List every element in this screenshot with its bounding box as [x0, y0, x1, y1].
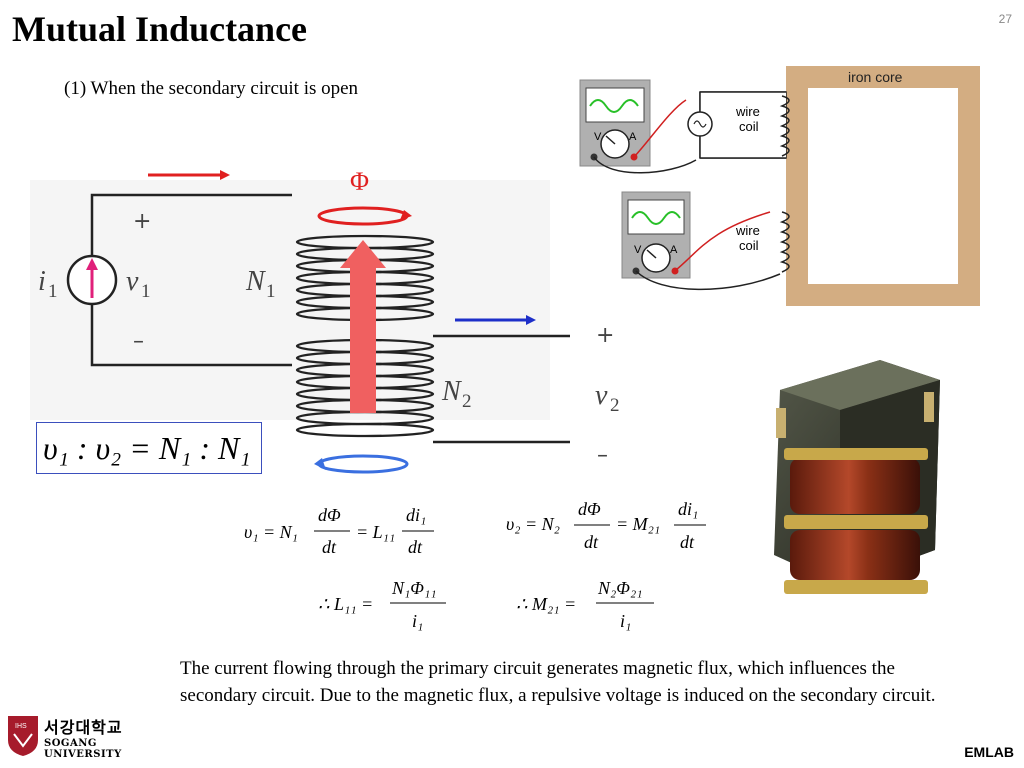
eq1-lhs: υ₁ = N₁	[244, 522, 298, 542]
eq4-num: N₂Φ₂₁	[597, 578, 642, 598]
slide-title: Mutual Inductance	[12, 9, 308, 49]
n1-label: N	[245, 266, 266, 297]
eq2-num2: di₁	[678, 499, 698, 519]
eq3-den: i₁	[412, 611, 423, 631]
wire-coil-2	[779, 211, 790, 273]
page-number: 27	[998, 12, 1012, 26]
iron-core-label: iron core	[848, 69, 903, 85]
minus-sign-secondary: –	[597, 443, 608, 468]
flux-label: Φ	[350, 167, 369, 196]
plus-sign-primary: +	[133, 209, 151, 234]
university-english-name: SOGANG UNIVERSITY	[44, 738, 122, 760]
v2-sub: 2	[610, 395, 620, 416]
n2-label: N	[441, 376, 462, 407]
eq2-lhs: υ₂ = N₂	[506, 514, 560, 534]
coil2-label-b: coil	[739, 238, 759, 253]
current-sub: 1	[48, 281, 58, 302]
n1-sub: 1	[266, 281, 276, 302]
university-korean-name: 서강대학교	[44, 718, 123, 737]
plus-sign-secondary: +	[596, 323, 614, 348]
eq4-lhs: ∴ M₂₁ =	[516, 594, 576, 614]
apparatus-illustration: iron core V A wire coil V A wire coil	[579, 66, 980, 306]
eq1-den1: dt	[322, 537, 337, 557]
circuit-diagram: + – i 1 v 1 N 1 N 2 Φ + v 2 –	[30, 167, 620, 474]
eq1-num2: di₁	[406, 505, 426, 525]
voltage-ratio-box: υ₁ : υ₂ = N₁ : N₁	[36, 422, 262, 474]
slide-subtitle: (1) When the secondary circuit is open	[64, 78, 359, 99]
meter2-v-label: V	[634, 244, 642, 256]
voltage1-label: v	[126, 266, 139, 297]
eq3-num: N₁Φ₁₁	[391, 578, 436, 598]
meter2-a-label: A	[670, 244, 678, 256]
eq2-den2: dt	[680, 532, 695, 552]
meter1-v-label: V	[594, 131, 602, 143]
eq2-mid: = M₂₁	[616, 514, 660, 534]
meter1-a-label: A	[629, 131, 637, 143]
minus-sign-primary: –	[133, 329, 144, 354]
eq1-den2: dt	[408, 537, 423, 557]
voltage1-sub: 1	[141, 281, 151, 302]
coil2-label-a: wire	[735, 223, 760, 238]
n2-sub: 2	[462, 391, 472, 412]
description-text: The current flowing through the primary …	[180, 658, 936, 706]
seal-text: IHS	[15, 723, 27, 730]
eq4-den: i₁	[620, 611, 631, 631]
eq1-num1: dΦ	[318, 505, 341, 525]
coil1-label-b: coil	[739, 119, 759, 134]
transformer-photo	[774, 360, 940, 594]
university-seal-icon: IHS	[8, 716, 38, 756]
meter-2: V A	[621, 191, 691, 279]
flux-ring-bottom	[317, 454, 409, 474]
eq2-den1: dt	[584, 532, 599, 552]
eq3-lhs: ∴ L₁₁ =	[318, 594, 373, 614]
voltage-ratio-formula: υ₁ : υ₂ = N₁ : N₁	[43, 430, 251, 466]
flux-arrow	[350, 265, 376, 413]
equations: υ₁ = N₁ dΦ dt = L₁₁ di₁ dt υ₂ = N₂ dΦ dt…	[244, 499, 706, 631]
footer-label: EMLAB	[964, 744, 1014, 760]
sogang-logo: IHS 서강대학교 SOGANG UNIVERSITY	[6, 712, 166, 762]
wire-coil-1	[779, 95, 790, 157]
v2-label: v	[595, 380, 608, 411]
current-label: i	[38, 266, 46, 297]
coil1-label-a: wire	[735, 104, 760, 119]
meter-1: V A	[579, 79, 651, 167]
eq2-num1: dΦ	[578, 499, 601, 519]
eq1-mid: = L₁₁	[356, 522, 395, 542]
